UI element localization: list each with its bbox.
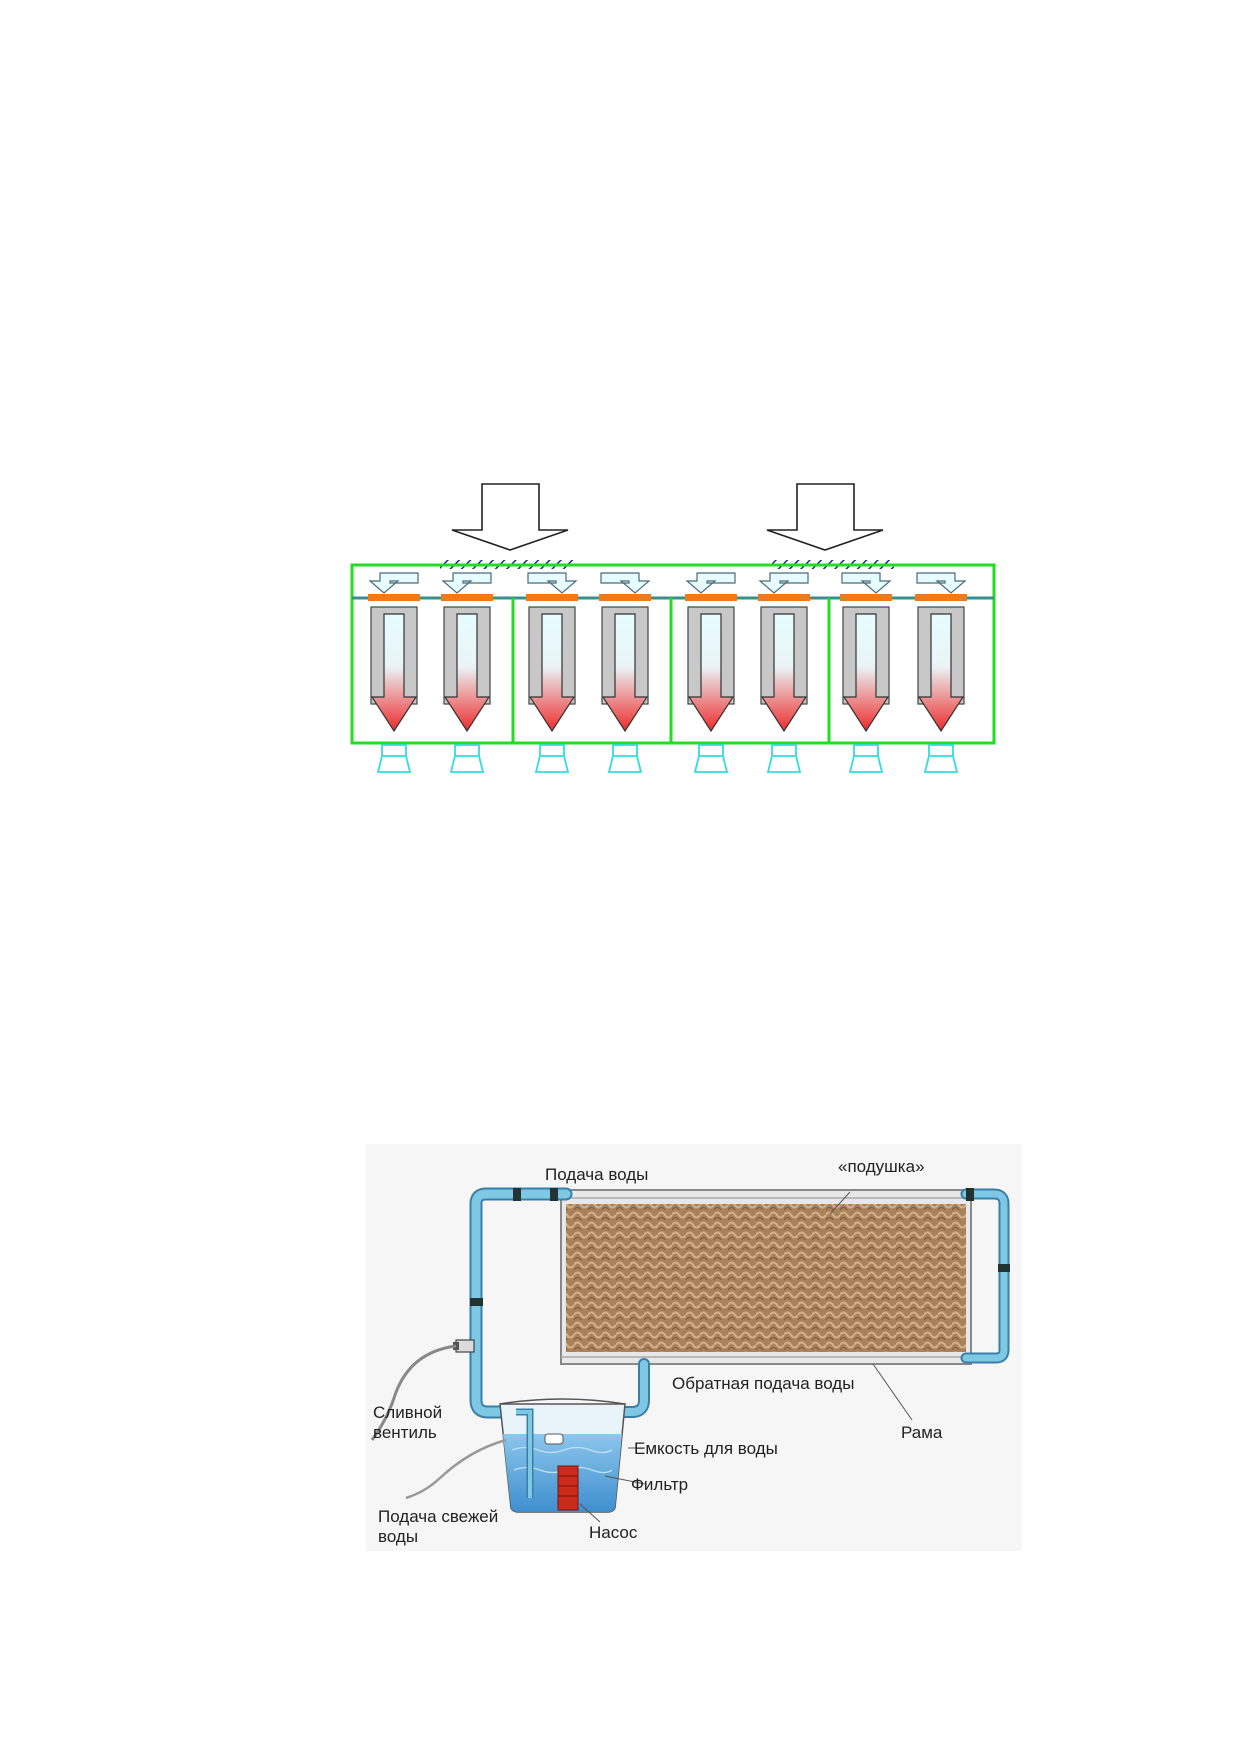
inflow-arrow-right <box>766 483 884 551</box>
fitting <box>998 1264 1010 1272</box>
damper <box>685 594 737 601</box>
damper <box>368 594 420 601</box>
airflow-arrow <box>842 613 890 733</box>
label-frame: Рама <box>901 1423 943 1442</box>
fitting <box>550 1188 558 1201</box>
fresh-water-hose <box>405 1438 507 1500</box>
damper <box>915 594 967 601</box>
damper <box>526 594 578 601</box>
label-fresh-water-2: воды <box>378 1527 418 1546</box>
label-water-supply: Подача воды <box>545 1165 648 1184</box>
airflow-arrow <box>443 613 491 733</box>
pad <box>566 1204 966 1352</box>
inlet-arrow <box>527 572 578 594</box>
airflow-arrow <box>528 613 576 733</box>
inlet-arrow <box>758 572 809 594</box>
inlet-arrow <box>685 572 736 594</box>
airflow-arrow <box>601 613 649 733</box>
fitting <box>966 1188 974 1201</box>
damper <box>599 594 651 601</box>
inlet-arrow <box>841 572 892 594</box>
fitting <box>470 1298 483 1306</box>
label-water-tank: Емкость для воды <box>634 1439 778 1458</box>
airflow-arrow <box>760 613 808 733</box>
damper <box>441 594 493 601</box>
drain-hose <box>370 1344 457 1441</box>
airflow-arrow <box>917 613 965 733</box>
label-drain-valve-2: вентиль <box>373 1423 437 1442</box>
label-return-water: Обратная подача воды <box>672 1374 854 1393</box>
unit-frame <box>350 563 996 745</box>
fitting <box>513 1188 521 1201</box>
airflow-arrow <box>687 613 735 733</box>
inlet-arrow <box>441 572 492 594</box>
pump-icon <box>557 1465 579 1511</box>
inlet-arrow <box>600 572 651 594</box>
float-valve-icon <box>544 1433 564 1445</box>
inlet-arrow <box>916 572 967 594</box>
inflow-arrow-left <box>451 483 569 551</box>
damper <box>840 594 892 601</box>
airflow-arrow <box>370 613 418 733</box>
label-fresh-water-1: Подача свежей <box>378 1507 498 1526</box>
label-filter: Фильтр <box>631 1475 688 1494</box>
label-pad: «подушка» <box>838 1157 925 1176</box>
label-drain-valve-1: Сливной <box>373 1403 442 1422</box>
damper <box>758 594 810 601</box>
inlet-arrow <box>368 572 419 594</box>
label-pump: Насос <box>589 1523 638 1542</box>
